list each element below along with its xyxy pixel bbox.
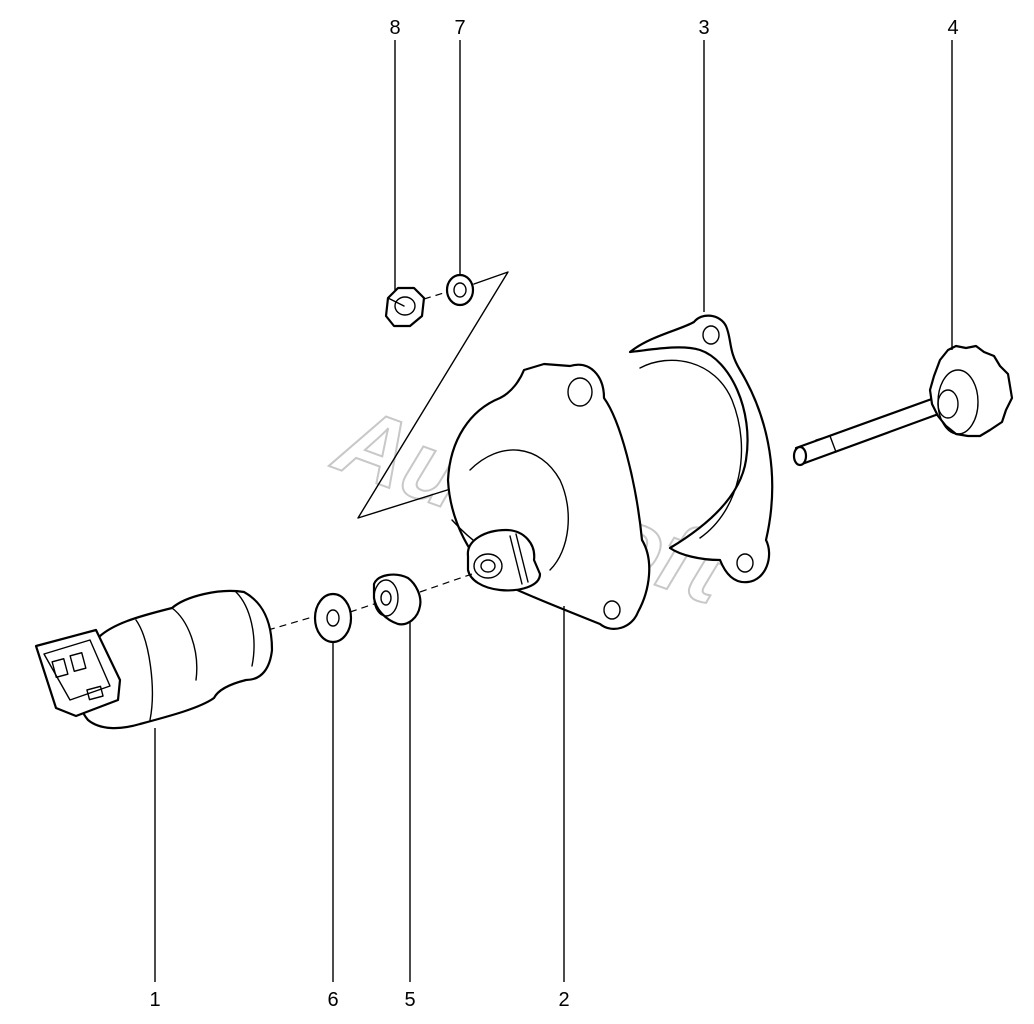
assembly-path-z [357,271,509,519]
assembly-line-1-6 [267,615,317,631]
callout-8: 8 [389,17,400,39]
callout-numbers: 8 7 3 4 1 6 5 2 [149,17,958,1011]
callout-5: 5 [404,989,415,1011]
part-8-nut[interactable] [384,286,426,328]
part-1-sensor[interactable] [34,589,274,730]
callout-4: 4 [947,17,958,39]
assembly-line-8-7 [423,291,448,300]
part-2-housing[interactable] [446,362,651,630]
callout-7: 7 [454,17,465,39]
callout-2: 2 [558,989,569,1011]
callout-6: 6 [327,989,338,1011]
callout-1: 1 [149,989,160,1011]
part-7-washer[interactable] [445,273,475,307]
part-4-gear-shaft[interactable] [792,344,1014,467]
callout-3: 3 [698,17,709,39]
leader-lines [154,40,953,982]
assembly-line-5-2 [419,573,473,593]
part-5-bushing[interactable] [372,573,422,626]
part-3-gasket[interactable] [628,314,774,584]
part-6-washer[interactable] [313,592,353,644]
assembly-line-6-5 [349,603,375,613]
